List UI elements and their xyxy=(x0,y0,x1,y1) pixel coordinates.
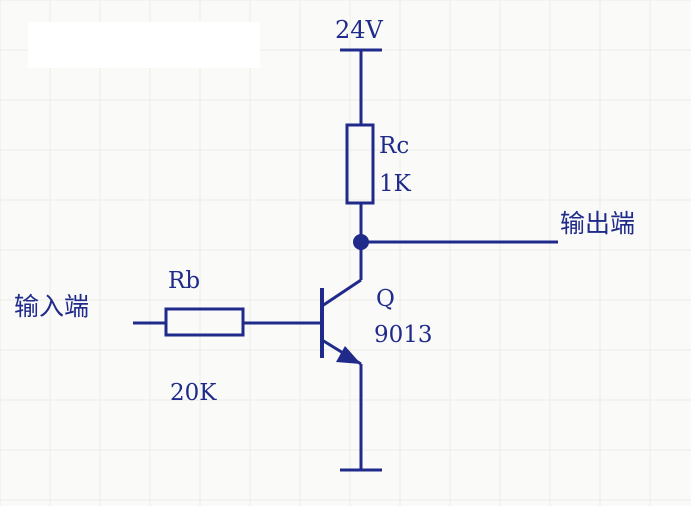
transistor-model-label: 9013 xyxy=(374,322,433,348)
output-terminal-label: 输出端 xyxy=(560,209,636,238)
supply-rail-icon xyxy=(340,48,382,125)
rc-value-label: 1K xyxy=(379,171,411,197)
supply-voltage-label: 24V xyxy=(335,16,383,44)
rc-name-label: Rc xyxy=(379,133,410,159)
npn-transistor-icon xyxy=(320,278,362,366)
rb-name-label: Rb xyxy=(168,268,201,294)
rc-resistor-icon xyxy=(345,123,375,205)
transistor-name-label: Q xyxy=(376,286,395,312)
input-terminal-label: 输入端 xyxy=(14,292,90,321)
rb-value-label: 20K xyxy=(170,380,217,406)
rb-resistor-icon xyxy=(164,307,245,337)
blank-panel xyxy=(28,22,260,68)
